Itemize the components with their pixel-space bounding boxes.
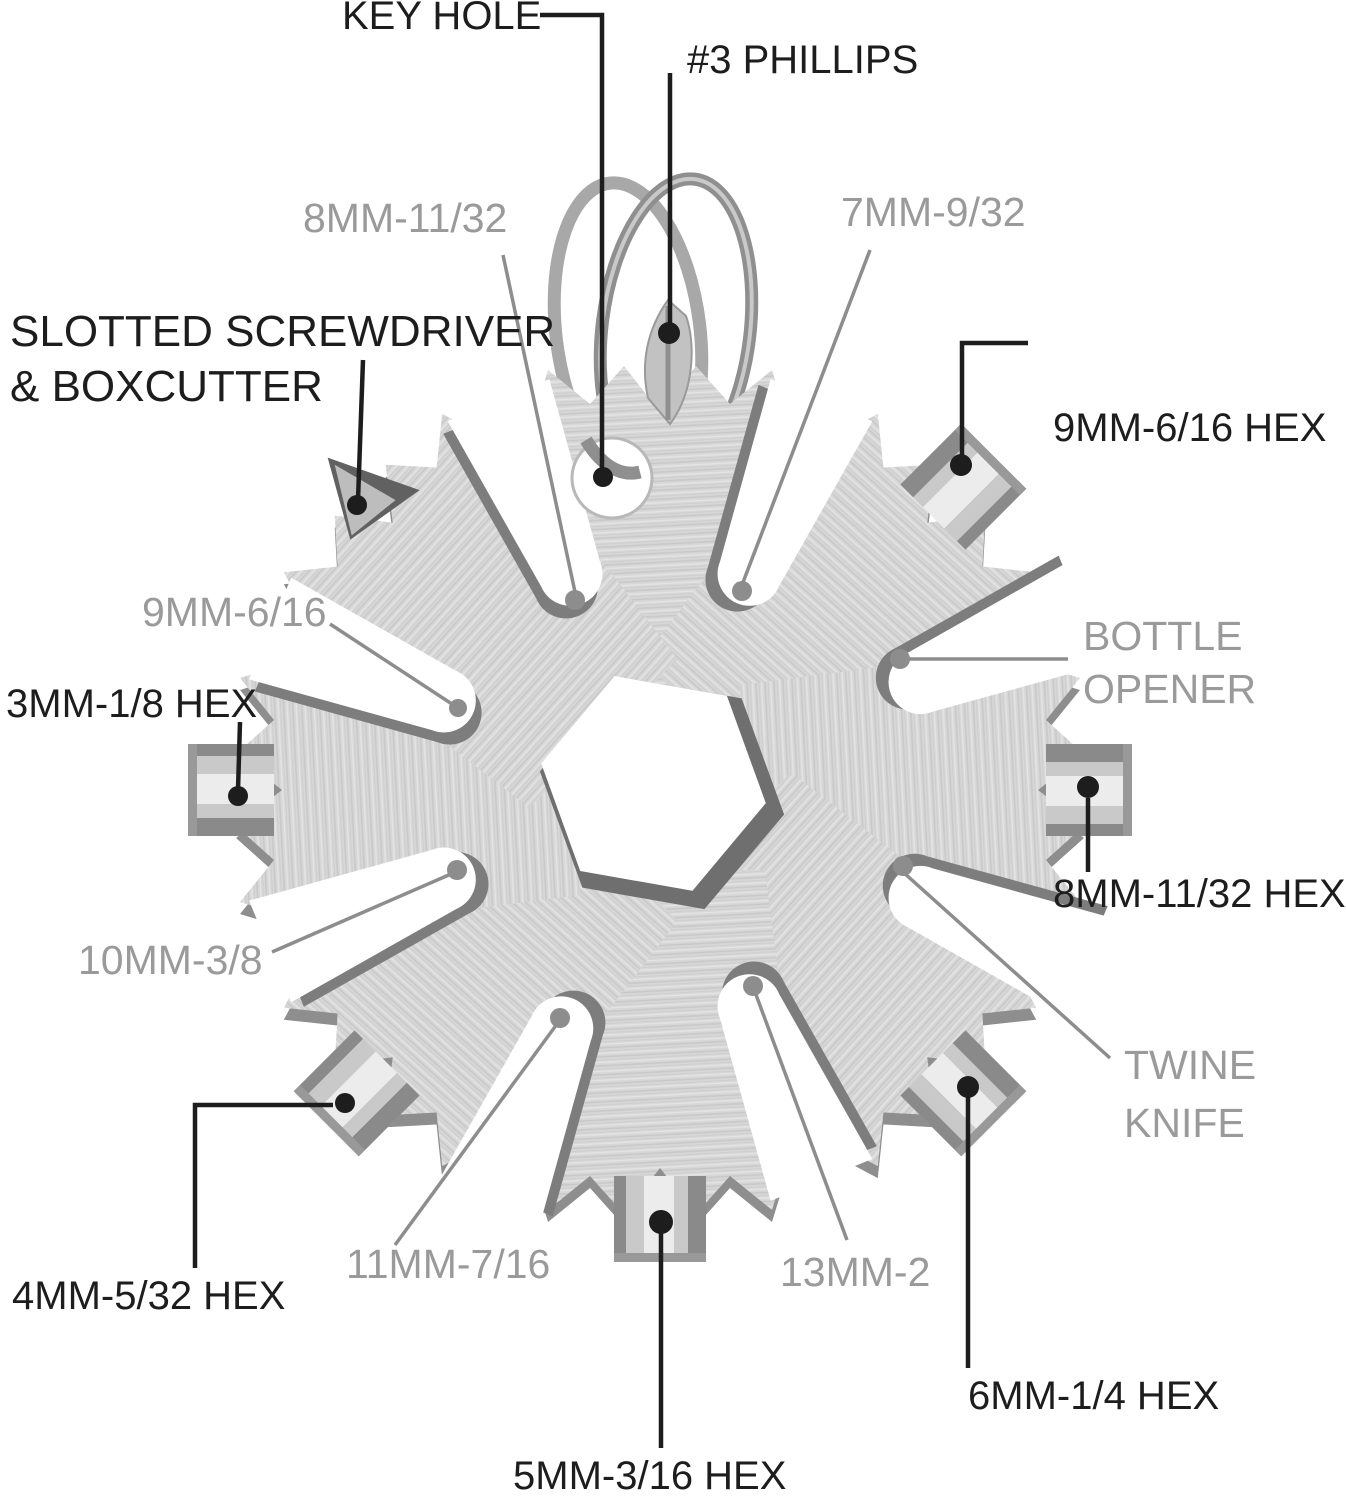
leader-lines [192,12,1112,1448]
callout-hex-8mm: 8MM-11/32 HEX [1053,872,1346,916]
ring-front-strand [580,436,642,480]
phillips-driver-tip [643,298,693,426]
callout-socket-9mm: 9MM-6/16 [142,589,327,635]
callout-dots [228,322,1099,1234]
callout-socket-7mm: 7MM-9/32 [841,189,1026,235]
callout-socket-8mm: 8MM-11/32 [303,195,508,241]
callout-hex-3mm: 3MM-1/8 HEX [6,682,258,726]
callout-bottle-line1: BOTTLE [1083,613,1243,659]
callout-phillips: #3 PHILLIPS [687,38,919,82]
center-hex-socket [539,675,785,910]
callout-bottle-opener: BOTTLE OPENER [1083,610,1256,717]
callout-key-hole: KEY HOLE [342,0,542,38]
callout-bottle-line2: OPENER [1083,666,1257,713]
callout-twine-line1: TWINE [1124,1042,1257,1088]
callout-slotted-line2: & BOXCUTTER [10,362,323,411]
callout-hex-9mm: 9MM-6/16 HEX [1053,406,1327,450]
callout-slotted-line1: SLOTTED SCREWDRIVER [10,307,556,356]
callout-socket-13mm: 13MM-2 [780,1249,931,1295]
tool-body [188,298,1132,1262]
callout-twine-knife: TWINE KNIFE [1124,1036,1256,1152]
callout-hex-4mm: 4MM-5/32 HEX [12,1274,286,1318]
callout-slotted-screwdriver: SLOTTED SCREWDRIVER & BOXCUTTER [10,304,555,414]
callout-socket-11mm: 11MM-7/16 [346,1241,551,1287]
callout-hex-5mm: 5MM-3/16 HEX [513,1454,787,1498]
callout-socket-10mm: 10MM-3/8 [78,937,263,983]
callout-twine-line2: KNIFE [1124,1100,1245,1147]
callout-hex-6mm: 6MM-1/4 HEX [968,1374,1220,1418]
